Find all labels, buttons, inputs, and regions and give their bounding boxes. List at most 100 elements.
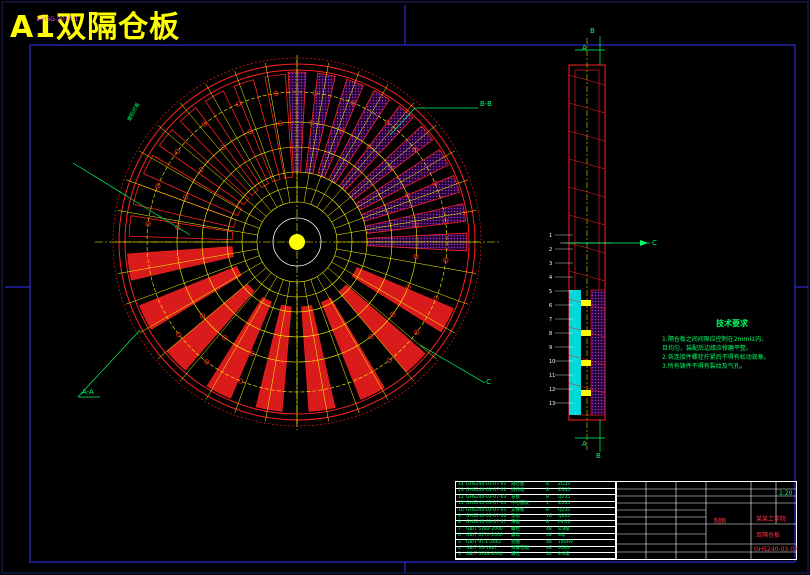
bom-cell-qty: 8 <box>546 520 549 526</box>
bom-cell-code: GB/T 5783-2000 <box>466 552 503 558</box>
side-bolt <box>581 300 591 306</box>
bolt-hole <box>309 120 315 126</box>
side-rib <box>568 214 606 226</box>
bom-cell-code: GHS240-03-07-03 <box>466 494 507 500</box>
bolt-hole <box>413 222 419 228</box>
bom-cell-mat: 8级 <box>558 533 566 539</box>
bom-cell-name: 中心圆板 <box>511 501 529 507</box>
bom-cell-qty: 48 <box>546 539 552 545</box>
bolt-hole <box>350 100 356 106</box>
bom-cell-no: 13 <box>458 488 464 494</box>
bolt-hole <box>353 377 359 383</box>
bolt-hole <box>339 128 345 134</box>
part-number: 9 <box>549 345 553 351</box>
bom-cell-qty: 8 <box>546 482 549 487</box>
radial-line <box>265 281 291 422</box>
outline-sector <box>142 154 242 217</box>
radial-line <box>179 102 272 212</box>
bom-cell-qty: 1 <box>546 501 549 507</box>
red-sector <box>139 266 242 330</box>
bom-cell-code: GHS240-03-07-04 <box>466 501 507 507</box>
bom-cell-code: GB/T 97.1-2002 <box>466 539 502 545</box>
outline-sector <box>264 73 293 179</box>
radial-line <box>334 255 469 305</box>
bolt-hole <box>199 313 206 319</box>
radial-line <box>265 62 291 203</box>
radial-line <box>125 255 260 305</box>
title-block-scale: 1:20 <box>779 490 793 497</box>
radial-line <box>327 124 437 217</box>
bom-cell-mat: 65Mn <box>558 546 571 551</box>
radial-line <box>327 267 437 360</box>
bom-cell-name: 支撑板 <box>511 507 525 513</box>
leader-bb-2 <box>389 107 416 136</box>
bolt-hole <box>368 333 374 340</box>
outline-sector <box>128 215 234 241</box>
bolt-hole <box>249 350 255 356</box>
tech-heading: 技术要求 <box>716 319 748 328</box>
radial-line <box>179 272 272 382</box>
bom-cell-code: GHS240-03-07-01 <box>466 482 507 487</box>
bolt-hole <box>412 147 418 153</box>
bom-cell-mat: ZG35 <box>558 482 571 487</box>
bom-cell-name: 弹簧垫圈 <box>511 546 529 551</box>
radial-line <box>316 276 389 400</box>
part-number: 2 <box>549 247 553 253</box>
part-number: 6 <box>549 303 553 309</box>
bolt-hole <box>247 128 253 135</box>
bolt-hole <box>442 218 449 224</box>
bom-cell-mat: ZG35 <box>558 501 571 507</box>
part-number: 13 <box>549 401 556 407</box>
bom-cell-no: 10 <box>458 507 464 513</box>
radial-line <box>322 272 415 382</box>
bolt-hole <box>174 149 180 155</box>
bom-cell-name: 垫圈 <box>511 539 520 545</box>
bom-cell-no: 11 <box>458 501 464 507</box>
side-bolt <box>581 330 591 336</box>
side-rib <box>568 130 606 142</box>
tech-line: 且均匀，装配后边缘应修磨平整。 <box>662 345 753 352</box>
radial-line <box>205 276 278 400</box>
radial-line <box>336 210 477 236</box>
side-label-top-b: B <box>590 27 595 35</box>
bolt-hole <box>277 120 283 126</box>
bolt-hole <box>202 121 208 127</box>
bolt-hole <box>204 359 210 365</box>
bom-cell-name: 隔仓板 <box>511 482 525 487</box>
bolt-hole <box>175 256 181 262</box>
radial-line <box>336 248 477 274</box>
bolt-hole <box>276 388 282 394</box>
bolt-hole <box>183 194 189 200</box>
red-sector <box>206 296 272 399</box>
title-block-stage: 制图 <box>714 518 727 525</box>
radial-line <box>331 261 455 334</box>
bolt-hole <box>390 311 396 317</box>
bom-cell-mat: 8.8级 <box>558 526 570 532</box>
bom-cell-no: 7 <box>458 526 461 532</box>
bom-cell-name: 螺栓 <box>511 552 520 558</box>
bolt-hole <box>312 90 318 96</box>
bom-cell-no: 8 <box>458 520 461 526</box>
side-bolt <box>581 390 591 396</box>
radial-line <box>310 279 360 414</box>
radial-line <box>322 102 415 212</box>
bom-cell-qty: 8 <box>546 494 549 500</box>
radial-line <box>334 179 469 229</box>
radial-line <box>303 62 329 203</box>
bolt-hole <box>145 221 151 227</box>
bom-cell-qty: 16 <box>546 514 552 519</box>
side-cyan-block <box>569 290 581 415</box>
bolt-hole <box>145 260 152 266</box>
bom-cell-qty: 48 <box>546 546 552 551</box>
radial-line <box>157 267 267 360</box>
radial-line <box>316 84 389 208</box>
part-number: 4 <box>549 275 553 281</box>
